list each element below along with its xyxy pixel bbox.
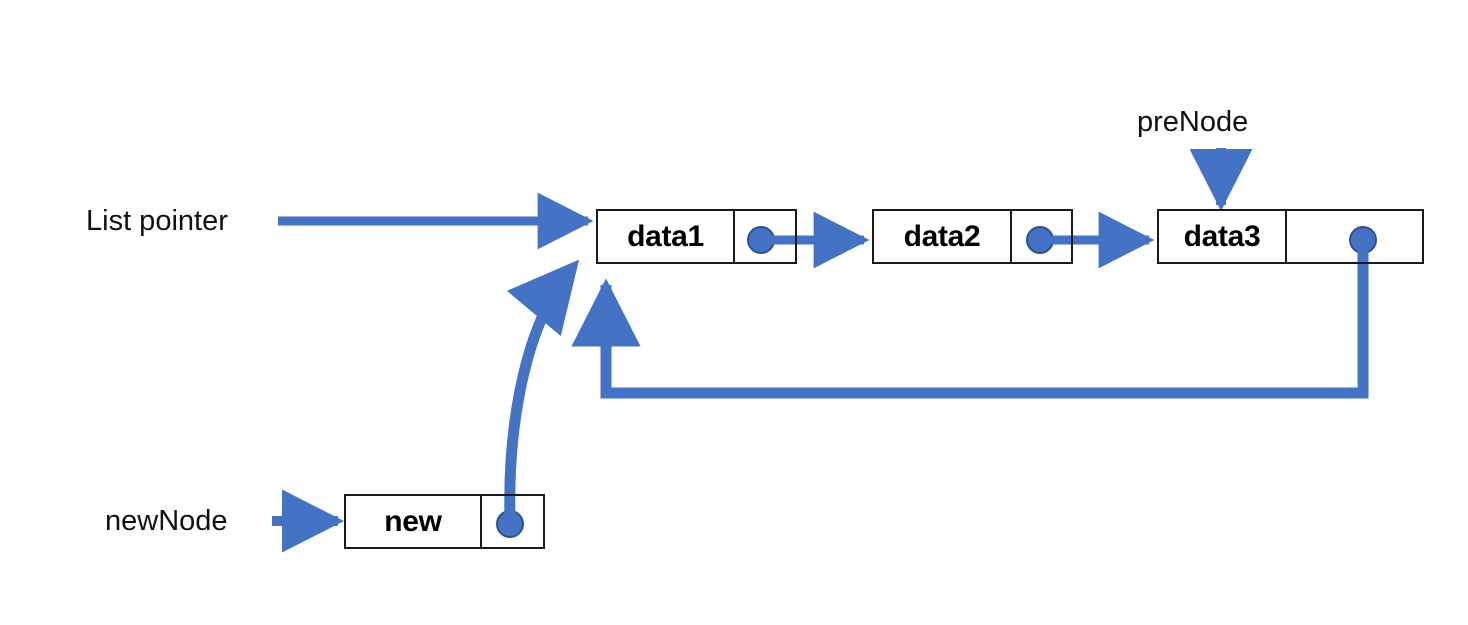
node-new-pointer-cell [482, 496, 543, 547]
label-list-pointer: List pointer [86, 205, 228, 237]
node-new: new [344, 494, 545, 549]
node-data3-pointer-cell [1287, 211, 1422, 262]
node-data3-label: data3 [1183, 219, 1261, 253]
arrow-data3-next-to-data1 [571, 244, 1369, 399]
node-data1-pointer-cell [735, 211, 795, 262]
node-data2: data2 [872, 209, 1073, 264]
node-data3-data-cell: data3 [1159, 211, 1287, 262]
node-data2-label: data2 [903, 219, 981, 253]
node-data1-data-cell: data1 [598, 211, 735, 262]
node-data2-data-cell: data2 [874, 211, 1012, 262]
arrow-new-next-to-data1 [504, 259, 580, 519]
node-data1-label: data1 [627, 219, 704, 253]
label-pre-node: preNode [1137, 106, 1249, 138]
node-new-data-cell: new [346, 496, 482, 547]
node-data1: data1 [596, 209, 797, 264]
node-data2-pointer-cell [1012, 211, 1071, 262]
node-data3: data3 [1157, 209, 1424, 264]
label-new-node: newNode [105, 505, 228, 537]
node-new-label: new [384, 504, 442, 538]
